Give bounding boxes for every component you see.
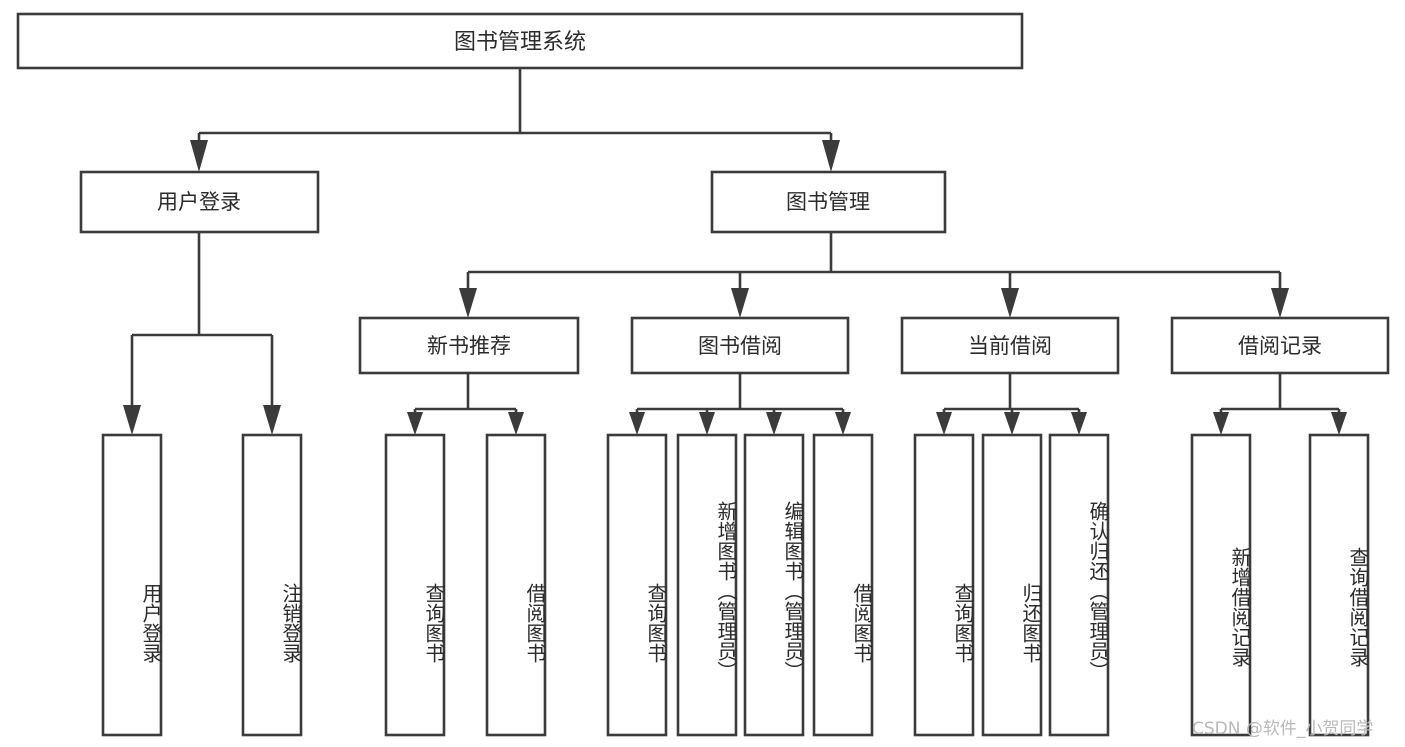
node-loan-record-label: 借阅记录: [1238, 334, 1322, 358]
node-book-manage[interactable]: 图书管理: [710, 170, 947, 234]
arrow-head-user-login: [190, 140, 208, 172]
connector-group-current-loan: [936, 373, 1087, 435]
node-book-borrow[interactable]: 图书借阅: [630, 316, 850, 375]
node-new-book-rec[interactable]: 新书推荐: [358, 316, 580, 375]
node-book-manage-box[interactable]: [710, 170, 947, 234]
arrow-head-leaf-loan-query: [936, 412, 952, 435]
node-user-login-box[interactable]: [79, 170, 320, 234]
leaf-box-borrow-query[interactable]: [606, 433, 668, 737]
node-new-book-rec-box[interactable]: [358, 316, 580, 375]
arrow-head-leaf-user-login: [123, 405, 141, 435]
leaf-box-user-login[interactable]: [101, 433, 163, 737]
leaf-box-borrow-lend[interactable]: [812, 433, 874, 737]
csdn-watermark: CSDN @软件_小贺同学: [1192, 719, 1374, 739]
node-current-loan[interactable]: 当前借阅: [900, 316, 1120, 375]
node-root[interactable]: 图书管理系统: [16, 12, 1024, 70]
arrow-head-leaf-rec-query: [407, 412, 423, 435]
leaf-box-record-add[interactable]: [1190, 433, 1252, 737]
node-loan-record-box[interactable]: [1170, 316, 1390, 375]
arrow-head-leaf-borrow-lend: [835, 412, 851, 435]
leaf-box-loan-confirm[interactable]: [1048, 433, 1110, 737]
arrow-head-loan-record: [1271, 288, 1289, 318]
node-loan-record[interactable]: 借阅记录: [1170, 316, 1390, 375]
node-current-loan-box[interactable]: [900, 316, 1120, 375]
leaf-box-loan-query[interactable]: [913, 433, 975, 737]
node-user-login-label: 用户登录: [157, 190, 241, 214]
connector-group-root: [190, 68, 840, 172]
connector-group-user-login: [123, 232, 281, 435]
node-user-login[interactable]: 用户登录: [79, 170, 320, 234]
node-book-manage-label: 图书管理: [786, 190, 870, 214]
arrow-head-leaf-user-logout: [263, 405, 281, 435]
leaf-box-group: [101, 433, 1370, 737]
arrow-head-new-book-rec: [459, 288, 477, 318]
node-new-book-rec-label: 新书推荐: [427, 334, 511, 358]
arrow-head-leaf-borrow-add: [699, 412, 715, 435]
arrow-head-leaf-borrow-edit: [766, 412, 782, 435]
arrow-head-leaf-loan-return: [1004, 412, 1020, 435]
arrow-head-leaf-record-add: [1213, 412, 1229, 435]
leaf-box-borrow-edit[interactable]: [743, 433, 805, 737]
node-book-borrow-label: 图书借阅: [698, 334, 782, 358]
arrow-head-book-borrow: [731, 288, 749, 318]
leaf-box-record-query[interactable]: [1308, 433, 1370, 737]
connector-group-book-borrow: [629, 373, 851, 435]
connector-group-book-manage: [459, 232, 1289, 318]
node-root-box[interactable]: [16, 12, 1024, 70]
arrow-head-leaf-loan-confirm: [1071, 412, 1087, 435]
arrow-head-book-manage: [822, 140, 840, 172]
connector-group-new-book-rec: [407, 373, 524, 435]
leaf-box-borrow-add[interactable]: [676, 433, 738, 737]
leaf-box-loan-return[interactable]: [981, 433, 1043, 737]
arrow-head-leaf-borrow-query: [629, 412, 645, 435]
node-book-borrow-box[interactable]: [630, 316, 850, 375]
leaf-box-rec-borrow[interactable]: [485, 433, 547, 737]
arrow-head-leaf-record-query: [1331, 412, 1347, 435]
arrow-head-leaf-rec-borrow: [508, 412, 524, 435]
node-current-loan-label: 当前借阅: [968, 334, 1052, 358]
leaf-box-user-logout[interactable]: [241, 433, 303, 737]
leaf-box-rec-query[interactable]: [384, 433, 446, 737]
connector-group-loan-record: [1213, 373, 1347, 435]
node-root-label: 图书管理系统: [454, 30, 586, 55]
arrow-head-current-loan: [1001, 288, 1019, 318]
